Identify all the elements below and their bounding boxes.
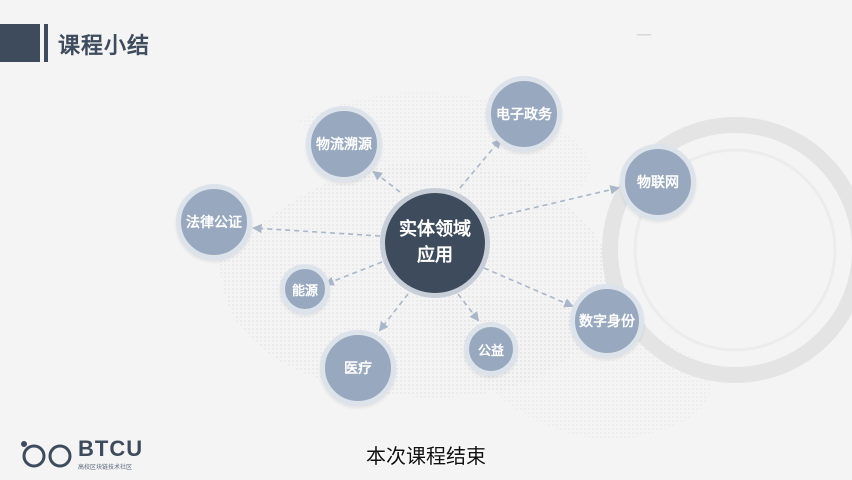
node-falv: 法律公证 xyxy=(176,184,252,260)
node-yiliao: 医疗 xyxy=(320,330,396,406)
node-wulianwang: 物联网 xyxy=(620,144,696,220)
node-nengyuan: 能源 xyxy=(280,264,330,314)
logo-name: BTCU xyxy=(78,436,144,461)
arrow-falv xyxy=(252,223,381,237)
node-zhengwu: 电子政务 xyxy=(486,76,562,152)
caption-subtitle: 本次课程结束 xyxy=(366,444,486,468)
arrow-zhengwu xyxy=(459,138,502,189)
center-label-line1: 实体领域 xyxy=(399,219,471,240)
arrow-yiliao xyxy=(378,293,409,332)
title-accent-block xyxy=(0,24,40,62)
node-label: 能源 xyxy=(291,283,318,299)
node-gongyi: 公益 xyxy=(464,322,518,376)
node-label: 物流溯源 xyxy=(316,137,372,153)
arrow-gongyi xyxy=(457,293,480,322)
node-label: 电子政务 xyxy=(496,107,552,123)
node-label: 公益 xyxy=(477,343,504,359)
node-label: 医疗 xyxy=(344,361,372,377)
arrow-nengyuan xyxy=(324,261,383,286)
node-label: 物联网 xyxy=(637,175,679,191)
watermark-text: 一 xyxy=(636,26,821,45)
node-wuliu: 物流溯源 xyxy=(306,106,382,182)
slide-title: 课程小结 xyxy=(58,34,151,59)
node-label: 法律公证 xyxy=(186,215,242,231)
btcu-logo-icon xyxy=(21,441,72,468)
node-label: 数字身份 xyxy=(579,314,635,330)
center-label-line2: 应用 xyxy=(417,245,453,266)
title-accent-stripe xyxy=(44,24,48,62)
arrow-shuzi xyxy=(483,267,574,308)
logo-subtitle: 高校区块链技术社区 xyxy=(78,464,133,471)
arrow-wuliu xyxy=(372,170,401,193)
arrow-wulianwang xyxy=(489,185,620,219)
node-shuzi: 数字身份 xyxy=(570,284,644,358)
center-node: 实体领域 应用 xyxy=(380,188,490,298)
